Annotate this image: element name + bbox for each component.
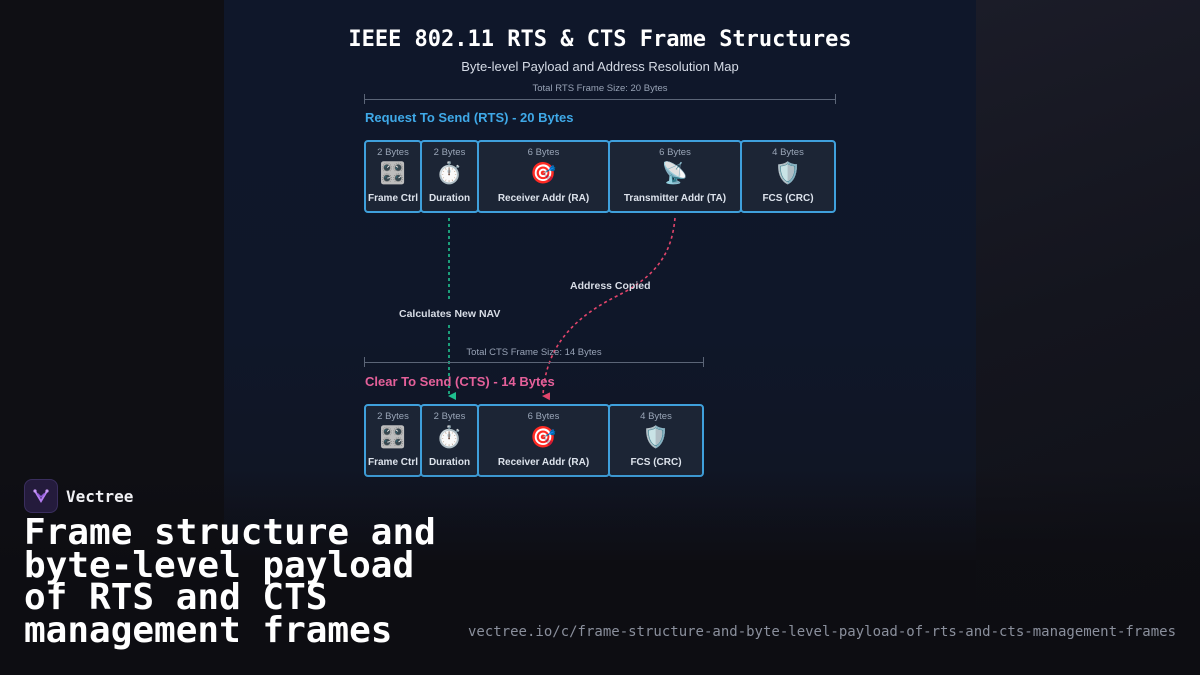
stopwatch-icon: ⏱️ [436,426,463,449]
field-bytes: 6 Bytes [527,411,560,422]
cts-section-label: Clear To Send (CTS) - 14 Bytes [365,374,555,389]
diagram-title: IEEE 802.11 RTS & CTS Frame Structures [348,27,852,52]
cts-field-fcs: 4 Bytes 🛡️ FCS (CRC) [608,404,704,477]
cts-field-receiver-address: 6 Bytes 🎯 Receiver Addr (RA) [477,404,610,477]
field-bytes: 2 Bytes [433,147,466,158]
rts-section-label: Request To Send (RTS) - 20 Bytes [365,110,574,125]
cts-total-size-label: Total CTS Frame Size: 14 Bytes [466,347,602,358]
field-name: Duration [428,193,471,204]
shield-icon: 🛡️ [774,162,802,185]
bottom-fade-overlay [0,470,1200,675]
page-caption: Frame structure and byte-level payload o… [24,512,436,651]
address-copied-label: Address Copied [570,280,651,292]
rts-field-fcs: 4 Bytes 🛡️ FCS (CRC) [740,140,836,213]
rts-total-size-label: Total RTS Frame Size: 20 Bytes [532,83,668,94]
nav-connector-label: Calculates New NAV [399,308,501,320]
field-name: FCS (CRC) [630,457,682,468]
shield-icon: 🛡️ [642,426,670,449]
field-bytes: 2 Bytes [433,411,466,422]
cts-field-duration: 2 Bytes ⏱️ Duration [420,404,479,477]
brand: Vectree [24,479,133,513]
field-bytes: 6 Bytes [659,147,691,158]
target-icon: 🎯 [530,162,557,185]
rts-field-transmitter-address: 6 Bytes 📡 Transmitter Addr (TA) [608,140,742,213]
field-bytes: 4 Bytes [640,411,672,422]
rts-field-receiver-address: 6 Bytes 🎯 Receiver Addr (RA) [477,140,610,213]
field-name: Transmitter Addr (TA) [623,193,727,204]
satellite-antenna-icon: 📡 [661,162,689,185]
field-name: Frame Ctrl [367,457,418,468]
rts-field-duration: 2 Bytes ⏱️ Duration [420,140,479,213]
field-name: Frame Ctrl [367,193,418,204]
diagram-subtitle: Byte-level Payload and Address Resolutio… [461,59,739,74]
cts-field-frame-control: 2 Bytes 🎛️ Frame Ctrl [364,404,422,477]
address-copy-connector [542,217,676,401]
field-bytes: 6 Bytes [527,147,560,158]
cts-size-dimension-line [364,357,704,367]
brand-name: Vectree [66,486,134,506]
control-knobs-icon: 🎛️ [379,426,407,449]
field-name: Receiver Addr (RA) [497,193,590,204]
field-name: FCS (CRC) [762,193,814,204]
vectree-logo-icon [24,479,58,513]
source-url[interactable]: vectree.io/c/frame-structure-and-byte-le… [467,624,1176,640]
field-bytes: 4 Bytes [772,147,804,158]
control-knobs-icon: 🎛️ [379,162,407,185]
field-bytes: 2 Bytes [377,411,409,422]
field-bytes: 2 Bytes [377,147,409,158]
target-icon: 🎯 [530,426,557,449]
field-name: Duration [428,457,471,468]
field-name: Receiver Addr (RA) [497,457,590,468]
stopwatch-icon: ⏱️ [436,162,463,185]
rts-size-dimension-line [364,94,836,104]
